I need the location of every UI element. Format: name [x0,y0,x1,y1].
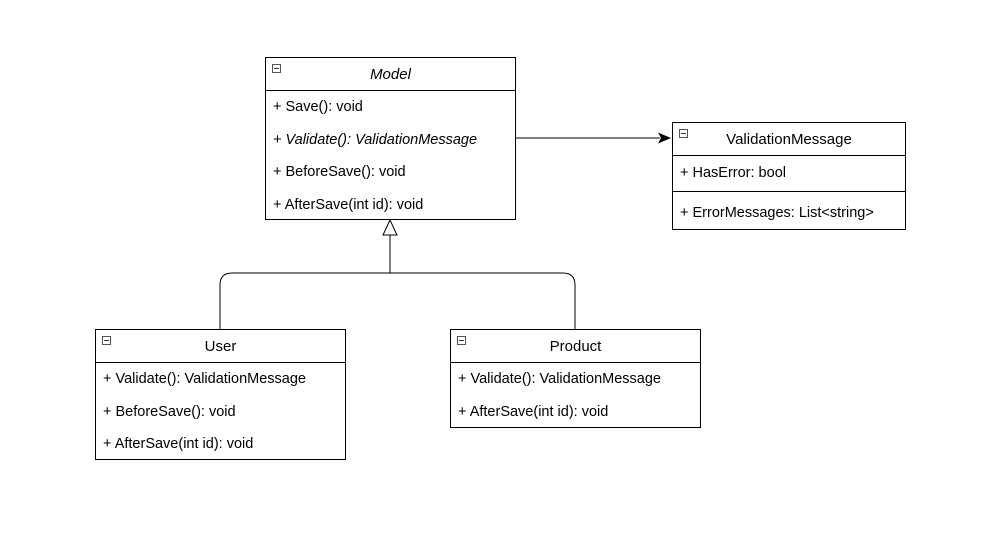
class-header[interactable]: Product [451,330,700,363]
member-validate[interactable]: + Validate(): ValidationMessage [273,131,478,148]
member-validate[interactable]: + Validate(): ValidationMessage [458,371,661,387]
class-model[interactable]: Model + Save(): void + Validate(): Valid… [265,57,516,220]
member-aftersave[interactable]: + AfterSave(int id): void [273,196,424,213]
collapse-icon[interactable] [457,336,466,345]
member-aftersave[interactable]: + AfterSave(int id): void [458,403,609,420]
member-save[interactable]: + Save(): void [273,99,363,115]
class-user[interactable]: User + Validate(): ValidationMessage + B… [95,329,346,460]
collapse-icon[interactable] [102,336,111,345]
association-arrowhead [658,132,671,144]
member-aftersave[interactable]: + AfterSave(int id): void [103,436,254,452]
member-beforesave[interactable]: + BeforeSave(): void [103,403,236,420]
class-validationmessage[interactable]: ValidationMessage + HasError: bool + Err… [672,122,906,230]
collapse-icon[interactable] [679,129,688,138]
member-validate[interactable]: + Validate(): ValidationMessage [103,371,306,387]
class-header[interactable]: ValidationMessage [673,123,905,156]
class-name: Model [370,65,411,83]
generalization-line-product[interactable] [390,272,576,329]
collapse-icon[interactable] [272,64,281,73]
class-name: Product [549,337,602,355]
member-errormessages[interactable]: + ErrorMessages: List<string> [680,205,874,221]
class-name: ValidationMessage [726,130,852,148]
class-header[interactable]: User [96,330,345,363]
member-beforesave[interactable]: + BeforeSave(): void [273,164,406,180]
class-product[interactable]: Product + Validate(): ValidationMessage … [450,329,701,428]
generalization-hollow-triangle [382,218,398,236]
generalization-line-user[interactable] [219,272,390,329]
attribute-haserror[interactable]: + HasError: bool [680,165,786,181]
compartment-divider [673,191,905,192]
class-header[interactable]: Model [266,58,515,91]
class-name: User [204,337,237,355]
